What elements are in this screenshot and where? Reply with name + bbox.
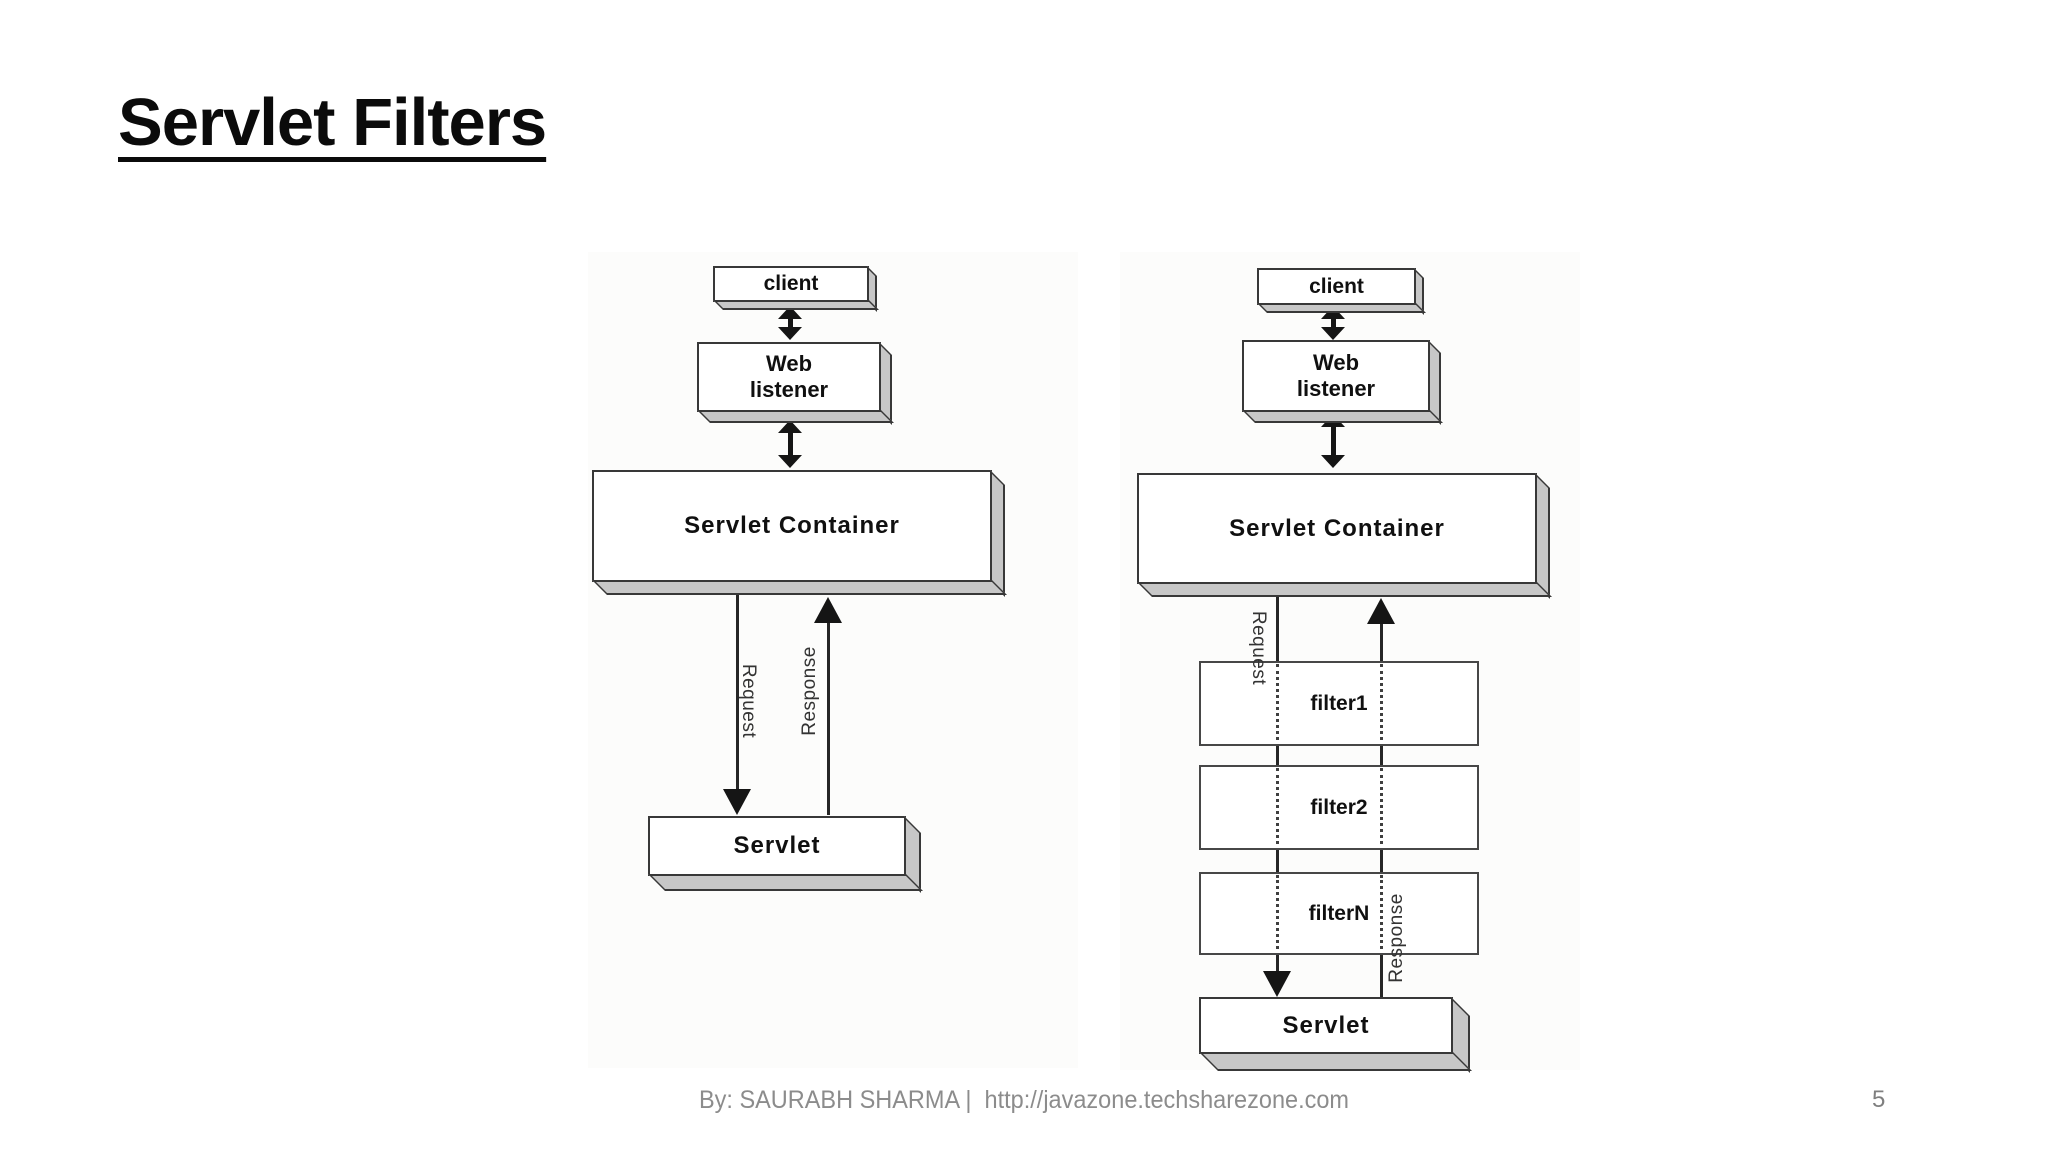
left-client-label: client (763, 272, 819, 295)
right-servlet-container-box: Servlet Container (1137, 473, 1537, 584)
arrow-stem (1330, 425, 1336, 457)
arrow-down-icon (1321, 455, 1345, 468)
left-request-line (736, 594, 739, 790)
right-response-label: Response (1386, 893, 1407, 983)
arrow-down-icon (778, 327, 802, 340)
arrow-down-icon (1321, 327, 1345, 340)
right-request-arrowhead-icon (1263, 971, 1291, 997)
right-servlet-label: Servlet (1282, 1011, 1370, 1039)
right-response-arrowhead-icon (1367, 598, 1395, 624)
filter1-box: filter1 (1199, 661, 1479, 746)
left-request-label: Request (738, 663, 759, 739)
response-dotted-segment (1380, 768, 1383, 844)
left-response-line (827, 622, 830, 815)
page-title: Servlet Filters (118, 85, 547, 160)
right-web-listener-line2: listener (1296, 376, 1376, 401)
left-servlet-container-box: Servlet Container (592, 470, 992, 582)
page-number: 5 (1872, 1086, 1886, 1113)
right-client-box: client (1257, 268, 1416, 305)
left-response-label: Response (799, 646, 820, 736)
left-client-box: client (713, 266, 869, 302)
filterN-box: filterN (1199, 872, 1479, 955)
arrow-stem (787, 431, 793, 457)
double-arrow-icon (777, 420, 803, 468)
response-dotted-segment (1380, 664, 1383, 740)
request-dotted-segment (1276, 768, 1279, 844)
response-dotted-segment (1380, 875, 1383, 949)
right-servlet-container-label: Servlet Container (1229, 514, 1445, 542)
left-web-listener-line1: Web (765, 350, 813, 376)
footer-byline: By: SAURABH SHARMA | http://javazone.tec… (698, 1086, 1350, 1114)
filterN-label: filterN (1308, 901, 1370, 925)
right-client-label: client (1309, 274, 1364, 298)
request-dotted-segment (1276, 875, 1279, 949)
left-servlet-container-label: Servlet Container (684, 512, 900, 539)
filter2-label: filter2 (1310, 795, 1368, 819)
left-servlet-box: Servlet (648, 816, 906, 876)
right-web-listener-line1: Web (1312, 349, 1360, 375)
right-web-listener-box: Web listener (1242, 340, 1430, 412)
left-servlet-label: Servlet (733, 832, 821, 859)
arrow-stem (787, 317, 793, 329)
double-arrow-icon (777, 306, 803, 340)
left-request-arrowhead-icon (723, 789, 751, 815)
left-web-listener-line2: listener (749, 377, 829, 402)
arrow-down-icon (778, 455, 802, 468)
left-web-listener-box: Web listener (697, 342, 881, 412)
arrow-stem (1330, 317, 1336, 329)
right-request-label: Request (1248, 610, 1269, 686)
filter2-box: filter2 (1199, 765, 1479, 850)
filter1-label: filter1 (1310, 691, 1368, 715)
request-dotted-segment (1276, 664, 1279, 740)
arrow-up-icon (778, 420, 802, 433)
right-servlet-box: Servlet (1199, 997, 1453, 1054)
left-response-arrowhead-icon (814, 597, 842, 623)
